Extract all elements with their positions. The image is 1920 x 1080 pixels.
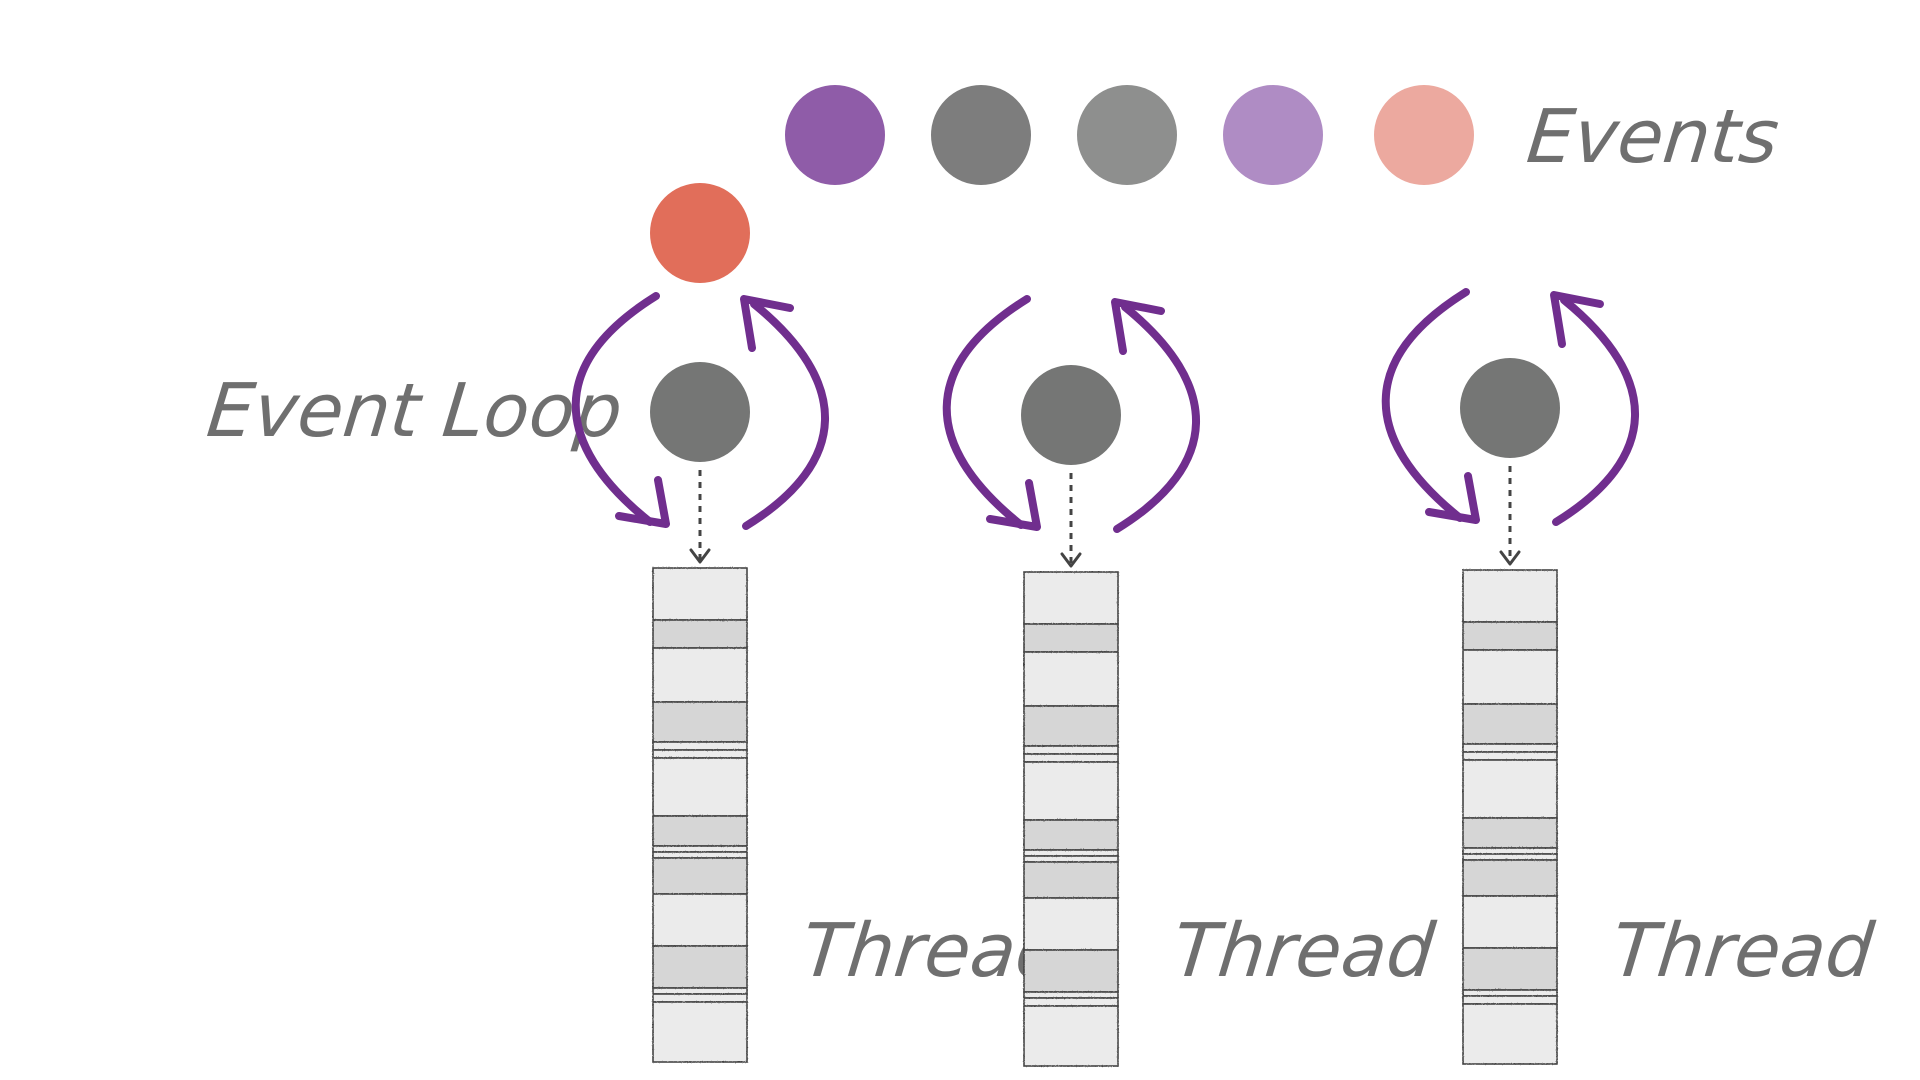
thread-task-block: [1462, 759, 1558, 819]
thread-task-block: [1023, 651, 1119, 707]
thread-task-block: [1023, 753, 1119, 763]
thread-task-block: [1462, 947, 1558, 991]
event-loop-group: Thread: [942, 295, 1439, 1067]
thread-task-block: [1462, 895, 1558, 949]
event-loop-node: [1021, 365, 1121, 465]
thread-task-block: [652, 945, 748, 989]
thread-stack: [1023, 571, 1119, 1067]
event-circle: [1223, 85, 1323, 185]
thread-task-block: [1462, 703, 1558, 745]
thread-task-block: [1023, 1005, 1119, 1067]
thread-task-block: [1462, 853, 1558, 861]
current-event-circle: [650, 183, 750, 283]
thread-task-block: [1023, 861, 1119, 899]
thread-task-block: [1023, 849, 1119, 857]
thread-task-block: [1462, 817, 1558, 849]
thread-task-block: [652, 857, 748, 895]
thread-label: Thread: [1169, 908, 1439, 994]
event-loop-group: Thread: [571, 292, 1068, 1063]
thread-task-block: [652, 567, 748, 621]
circular-arrows-icon: [942, 295, 1200, 533]
thread-task-block: [652, 893, 748, 947]
event-loop-group: Thread: [1381, 288, 1878, 1065]
thread-task-block: [1023, 819, 1119, 851]
thread-task-block: [1462, 751, 1558, 761]
thread-stack: [1462, 569, 1558, 1065]
event-loop-node: [650, 362, 750, 462]
thread-task-block: [1462, 847, 1558, 855]
thread-task-block: [1462, 621, 1558, 651]
thread-task-block: [652, 993, 748, 1003]
thread-task-block: [1462, 859, 1558, 897]
thread-task-block: [652, 619, 748, 649]
event-circle: [785, 85, 885, 185]
thread-task-block: [652, 741, 748, 751]
thread-stack: [652, 567, 748, 1063]
thread-task-block: [652, 647, 748, 703]
thread-label: Thread: [1608, 908, 1878, 994]
thread-task-block: [1023, 897, 1119, 951]
thread-task-block: [652, 749, 748, 759]
thread-task-block: [1023, 997, 1119, 1007]
thread-task-block: [1023, 623, 1119, 653]
thread-task-block: [652, 701, 748, 743]
thread-task-block: [1462, 649, 1558, 705]
event-loop-node: [1460, 358, 1560, 458]
thread-task-block: [652, 845, 748, 853]
thread-task-block: [652, 815, 748, 847]
thread-task-block: [652, 757, 748, 817]
thread-task-block: [652, 1001, 748, 1063]
thread-task-block: [1023, 761, 1119, 821]
circular-arrows-icon: [1381, 288, 1639, 526]
thread-task-block: [1462, 995, 1558, 1005]
thread-task-block: [1462, 743, 1558, 753]
event-circle: [931, 85, 1031, 185]
thread-task-block: [1023, 855, 1119, 863]
dashed-down-arrow-icon: [1060, 473, 1082, 568]
thread-task-block: [1023, 991, 1119, 999]
dashed-down-arrow-icon: [689, 470, 711, 564]
events-label: Events: [1523, 94, 1783, 180]
thread-task-block: [1462, 989, 1558, 997]
thread-task-block: [1023, 571, 1119, 625]
thread-task-block: [1023, 949, 1119, 993]
circular-arrows-icon: [571, 292, 829, 530]
thread-task-block: [652, 987, 748, 995]
thread-task-block: [1023, 705, 1119, 747]
thread-task-block: [652, 851, 748, 859]
event-circle: [1374, 85, 1474, 185]
event-loop-label: Event Loop: [203, 368, 626, 454]
dashed-down-arrow-icon: [1499, 466, 1521, 566]
thread-task-block: [1462, 1003, 1558, 1065]
events-queue: [785, 85, 1474, 185]
thread-task-block: [1023, 745, 1119, 755]
event-circle: [1077, 85, 1177, 185]
thread-task-block: [1462, 569, 1558, 623]
